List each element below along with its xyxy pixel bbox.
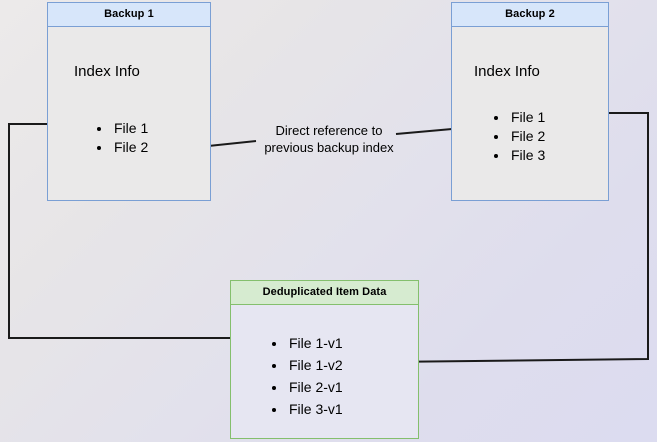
backup-1-file-list: File 1 File 2 xyxy=(96,119,148,157)
list-item: File 2 xyxy=(112,138,148,157)
edge-label-line-2: previous backup index xyxy=(264,140,394,155)
node-deduplicated-item-data-body: File 1-v1 File 1-v2 File 2-v1 File 3-v1 xyxy=(231,305,418,438)
node-backup-1-body: Index Info File 1 File 2 xyxy=(48,27,210,200)
edge-label-direct-reference: Direct reference to previous backup inde… xyxy=(248,122,410,156)
list-item: File 1 xyxy=(112,119,148,138)
node-backup-2-body: Index Info File 1 File 2 File 3 xyxy=(452,27,608,200)
list-item: File 1-v1 xyxy=(287,332,343,354)
list-item: File 2 xyxy=(509,127,545,146)
node-deduplicated-item-data-title: Deduplicated Item Data xyxy=(231,281,418,305)
backup-2-file-list: File 1 File 2 File 3 xyxy=(493,108,545,165)
list-item: File 3 xyxy=(509,146,545,165)
node-backup-1-title: Backup 1 xyxy=(48,3,210,27)
list-item: File 3-v1 xyxy=(287,398,343,420)
backup-1-index-info-label: Index Info xyxy=(74,63,140,80)
edge-label-line-1: Direct reference to xyxy=(275,123,383,138)
node-backup-1[interactable]: Backup 1 Index Info File 1 File 2 xyxy=(47,2,211,201)
node-deduplicated-item-data[interactable]: Deduplicated Item Data File 1-v1 File 1-… xyxy=(230,280,419,439)
list-item: File 1 xyxy=(509,108,545,127)
node-backup-2[interactable]: Backup 2 Index Info File 1 File 2 File 3 xyxy=(451,2,609,201)
list-item: File 1-v2 xyxy=(287,354,343,376)
node-backup-2-title: Backup 2 xyxy=(452,3,608,27)
dedup-file-list: File 1-v1 File 1-v2 File 2-v1 File 3-v1 xyxy=(271,332,343,420)
list-item: File 2-v1 xyxy=(287,376,343,398)
backup-2-index-info-label: Index Info xyxy=(474,63,540,80)
